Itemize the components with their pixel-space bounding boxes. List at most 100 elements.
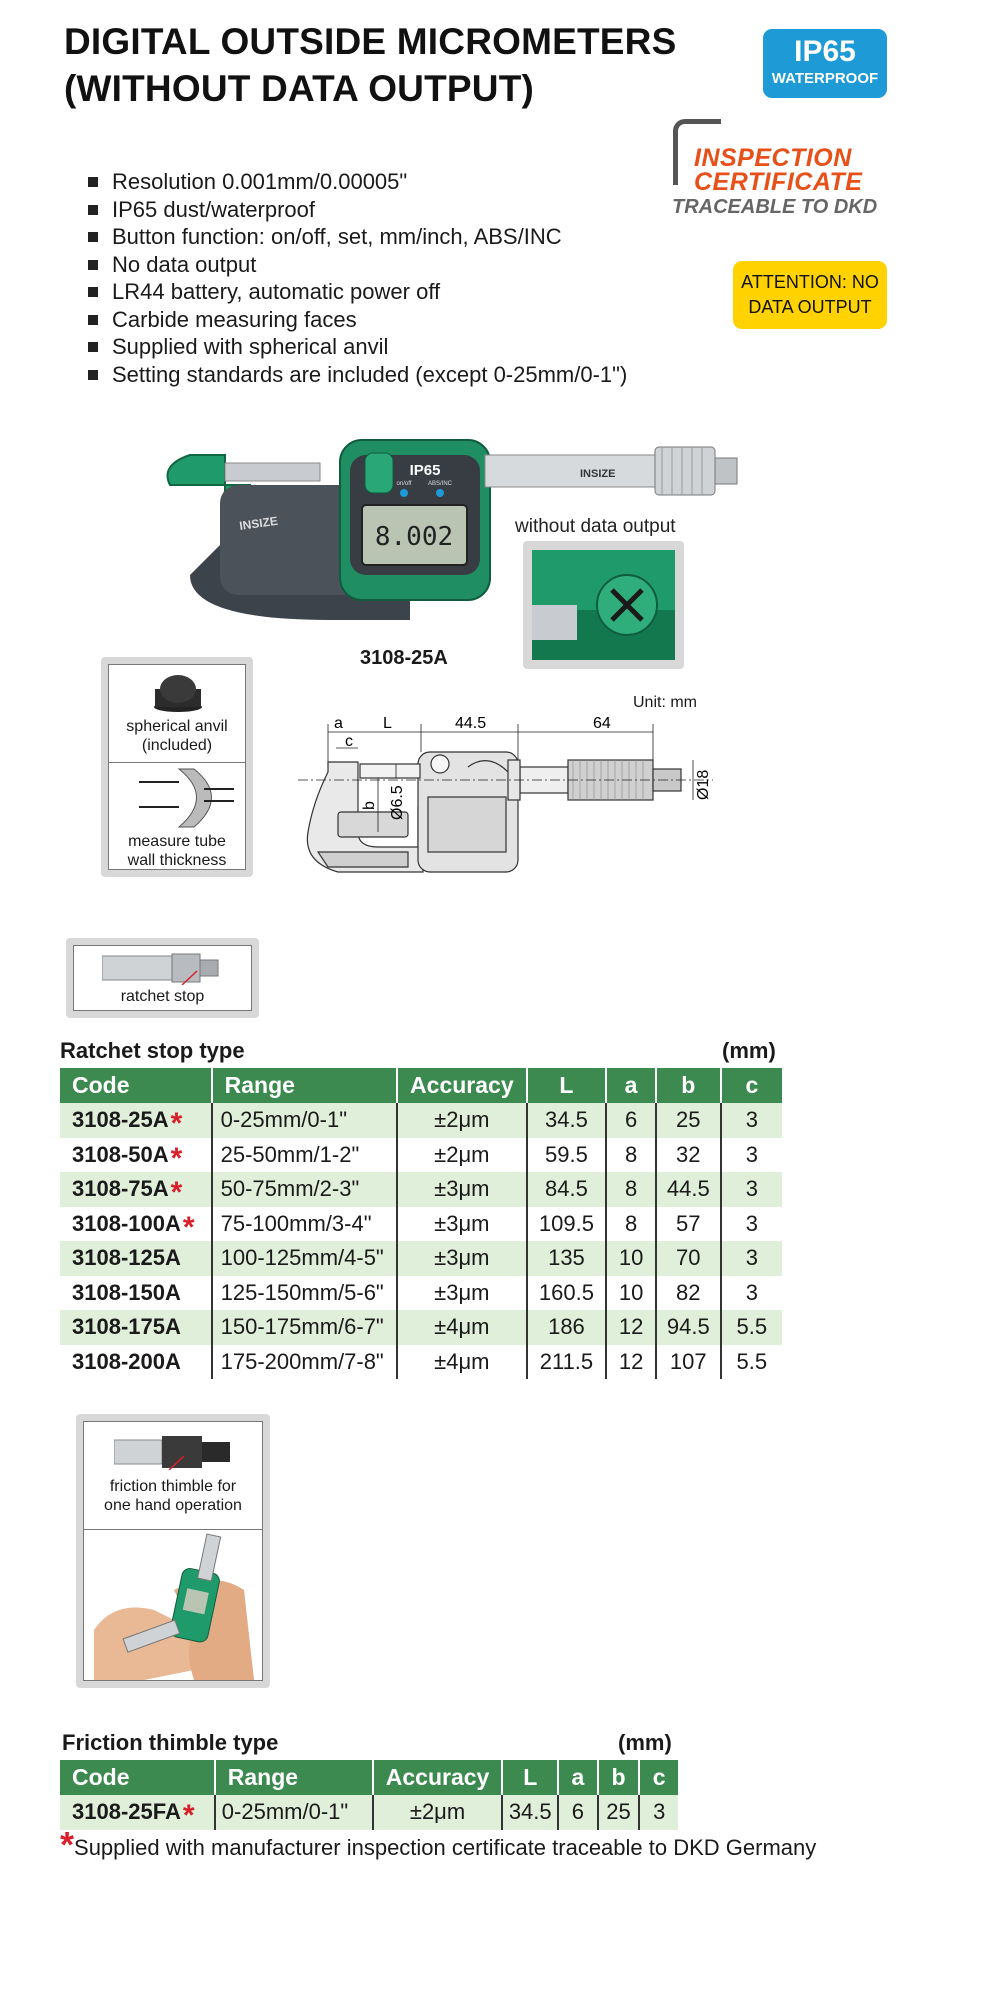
friction-caption-2: one hand operation xyxy=(104,1497,242,1514)
callout-divider xyxy=(109,762,245,763)
col-a: a xyxy=(606,1068,657,1103)
friction-table-unit: (mm) xyxy=(618,1730,672,1755)
table-row: 3108-25FA* 0-25mm/0-1" ±2μm 34.5 6 25 3 xyxy=(60,1795,678,1833)
row-c: 3 xyxy=(720,1241,782,1276)
col-accuracy: Accuracy xyxy=(397,1068,528,1103)
accessory-callout-frame: spherical anvil (included) measure tube … xyxy=(101,657,253,877)
closeup-no-port-image xyxy=(532,550,675,660)
title-line-1: DIGITAL OUTSIDE MICROMETERS xyxy=(64,21,677,62)
attention-line-1: ATTENTION: NO xyxy=(741,272,879,292)
spherical-anvil-icon xyxy=(154,675,202,712)
without-data-output-caption: without data output xyxy=(515,516,676,537)
row-range: 0-25mm/0-1" xyxy=(211,1103,399,1138)
row-L: 211.5 xyxy=(526,1344,608,1379)
attention-badge: ATTENTION: NO DATA OUTPUT xyxy=(733,261,887,329)
certificate-star-icon: * xyxy=(170,1176,183,1210)
attention-line-2: DATA OUTPUT xyxy=(748,297,872,317)
col-c: c xyxy=(639,1760,678,1795)
row-accuracy: ±3μm xyxy=(397,1275,528,1310)
abs-inc-button-icon xyxy=(436,489,444,497)
table-row: 3108-75A* 50-75mm/2-3" ±3μm 84.5 8 44.5 … xyxy=(60,1172,782,1210)
row-b: 57 xyxy=(655,1206,722,1241)
table-row: 3108-50A* 25-50mm/1-2" ±2μm 59.5 8 32 3 xyxy=(60,1137,782,1173)
row-accuracy: ±3μm xyxy=(397,1172,528,1207)
ratchet-table-title: Ratchet stop type xyxy=(60,1038,245,1063)
row-range: 100-125mm/4-5" xyxy=(211,1241,399,1276)
friction-table: Code Range Accuracy L a b c 3108-25FA* 0… xyxy=(60,1760,678,1833)
row-L: 186 xyxy=(526,1310,608,1345)
dim-b: b xyxy=(361,801,378,810)
row-accuracy: ±2μm xyxy=(397,1103,528,1138)
spherical-anvil-caption-2: (included) xyxy=(141,737,213,754)
row-L: 34.5 xyxy=(526,1103,608,1138)
dim-L: L xyxy=(383,715,392,732)
ratchet-table-unit: (mm) xyxy=(722,1038,776,1063)
ratchet-callout-inner: ratchet stop xyxy=(73,945,252,1011)
row-c: 3 xyxy=(745,1141,758,1167)
inset-closeup-frame xyxy=(523,541,684,669)
col-range: Range xyxy=(214,1760,374,1795)
dim-d18: Ø18 xyxy=(695,770,712,800)
dim-a: a xyxy=(334,715,343,732)
row-b: 44.5 xyxy=(655,1172,722,1207)
row-L: 135 xyxy=(526,1241,608,1276)
row-accuracy: ±2μm xyxy=(372,1795,504,1830)
row-code: 3108-100A xyxy=(72,1210,181,1236)
certificate-bracket-icon xyxy=(673,119,721,185)
footnote: *Supplied with manufacturer inspection c… xyxy=(60,1827,817,1863)
feature-list: Resolution 0.001mm/0.00005" IP65 dust/wa… xyxy=(88,168,627,388)
row-accuracy: ±4μm xyxy=(397,1344,528,1379)
row-range: 0-25mm/0-1" xyxy=(214,1795,374,1830)
row-b: 82 xyxy=(655,1275,722,1310)
row-code: 3108-50A xyxy=(72,1141,169,1167)
friction-callout-frame: friction thimble for one hand operation xyxy=(76,1414,270,1688)
row-a: 8 xyxy=(606,1137,657,1172)
table-row: 3108-200A 175-200mm/7-8" ±4μm 211.5 12 1… xyxy=(60,1344,782,1379)
ip65-badge-small: WATERPROOF xyxy=(771,70,879,87)
table-header-row: Code Range Accuracy L a b c xyxy=(60,1760,678,1795)
col-range: Range xyxy=(211,1068,399,1103)
col-c: c xyxy=(720,1068,782,1103)
tube-caption-1: measure tube xyxy=(128,833,226,850)
row-a: 10 xyxy=(606,1275,657,1310)
frame-brand-label: INSIZE xyxy=(238,514,278,533)
col-L: L xyxy=(502,1760,560,1795)
feature-item: Supplied with spherical anvil xyxy=(88,333,627,361)
row-c: 3 xyxy=(639,1795,678,1830)
friction-callout-inner: friction thimble for one hand operation xyxy=(83,1421,263,1681)
row-code: 3108-175A xyxy=(72,1314,181,1340)
footnote-text: Supplied with manufacturer inspection ce… xyxy=(74,1835,817,1860)
row-range: 150-175mm/6-7" xyxy=(211,1310,399,1345)
table-row: 3108-25A* 0-25mm/0-1" ±2μm 34.5 6 25 3 xyxy=(60,1103,782,1141)
certificate-star-icon: * xyxy=(182,1799,195,1833)
row-b: 107 xyxy=(655,1344,722,1379)
row-code: 3108-25FA xyxy=(72,1799,181,1825)
row-c: 5.5 xyxy=(720,1310,782,1345)
row-range: 125-150mm/5-6" xyxy=(211,1275,399,1310)
row-a: 12 xyxy=(606,1310,657,1345)
row-code: 3108-125A xyxy=(72,1245,181,1271)
abs-inc-button-label: ABS/INC xyxy=(428,481,453,487)
display-value: 8.002 xyxy=(375,522,453,552)
row-c: 3 xyxy=(720,1103,782,1138)
feature-item: Resolution 0.001mm/0.00005" xyxy=(88,168,627,196)
certificate-star-icon: * xyxy=(170,1107,183,1141)
col-code: Code xyxy=(60,1068,213,1103)
bullet-square-icon xyxy=(88,204,98,215)
callout-divider xyxy=(84,1529,262,1530)
row-range: 50-75mm/2-3" xyxy=(211,1172,399,1207)
friction-caption-1: friction thimble for xyxy=(109,1478,237,1495)
row-a: 8 xyxy=(606,1172,657,1207)
tube-caption-2: wall thickness xyxy=(127,852,227,869)
row-range: 25-50mm/1-2" xyxy=(211,1137,399,1172)
ratchet-stop-icon xyxy=(102,953,219,985)
ratchet-table: Code Range Accuracy L a b c 3108-25A* 0-… xyxy=(60,1068,782,1379)
row-code: 3108-200A xyxy=(72,1348,181,1374)
title-line-2: (WITHOUT DATA OUTPUT) xyxy=(64,68,535,109)
row-accuracy: ±3μm xyxy=(397,1241,528,1276)
bullet-square-icon xyxy=(88,342,98,352)
friction-table-title: Friction thimble type xyxy=(62,1730,279,1755)
col-L: L xyxy=(526,1068,608,1103)
feature-item: LR44 battery, automatic power off xyxy=(88,278,627,306)
accessory-callout-inner: spherical anvil (included) measure tube … xyxy=(108,664,246,870)
